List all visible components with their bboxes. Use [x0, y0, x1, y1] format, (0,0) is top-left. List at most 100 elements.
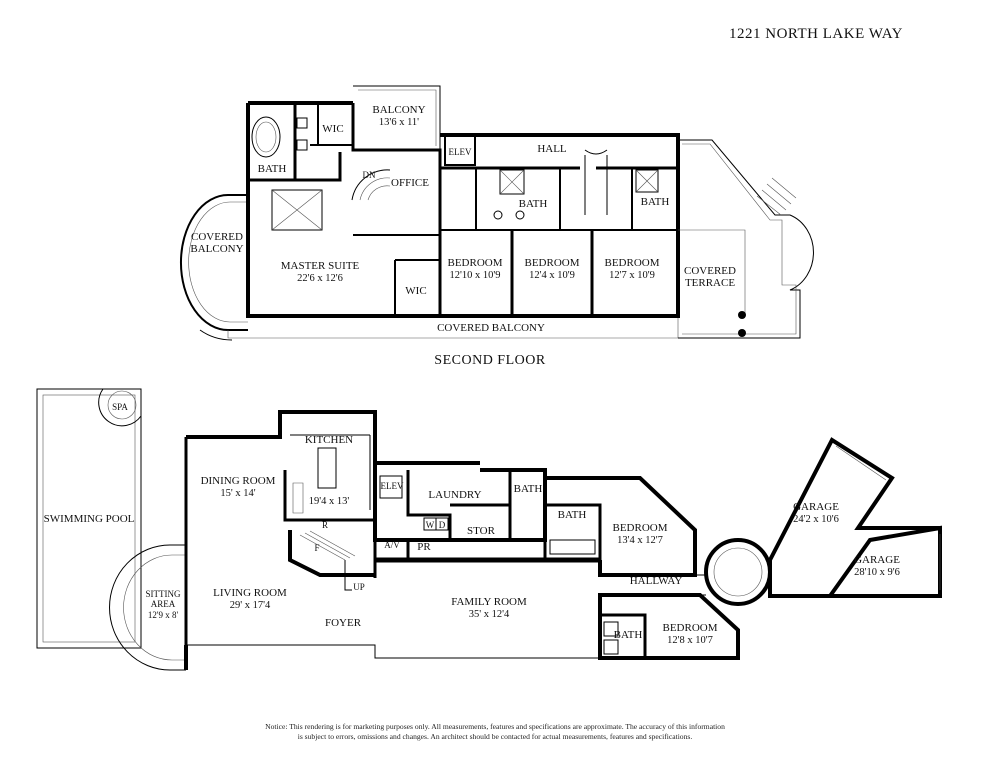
dryer-label: D: [439, 520, 446, 530]
left-covered-balcony-outline: [180, 194, 248, 331]
stair-wall: [288, 530, 375, 577]
notice-line-2: is subject to errors, omissions and chan…: [297, 732, 693, 741]
spa-label: SPA: [112, 402, 128, 412]
balcony-dims: 13'6 x 11': [379, 117, 419, 128]
covered-balcony-left-label: COVERED: [191, 231, 243, 243]
tub: [549, 539, 596, 555]
master-suite-dims: 22'6 x 12'6: [297, 273, 343, 284]
balcony-label: BALCONY: [372, 104, 425, 116]
bedroom-3-label: BEDROOM: [604, 257, 659, 269]
balcony-top: [353, 85, 441, 150]
garage-upper-outline: [768, 437, 940, 561]
stair-tower: [704, 538, 772, 606]
sitting-area-label: SITTING: [146, 589, 181, 599]
powder-room-label: PR: [417, 541, 431, 553]
family-room-dims: 35' x 12'4: [469, 609, 510, 620]
swimming-pool-label: SWIMMING POOL: [44, 513, 135, 525]
laundry-bath-label: BATH: [514, 483, 543, 495]
elevator: [444, 135, 476, 166]
elevator-first: [379, 475, 403, 499]
bedroom-a-dims: 13'4 x 12'7: [617, 535, 663, 546]
left-balcony-rail: [188, 201, 248, 323]
bottom-balcony-rail: [227, 316, 679, 339]
master-shower: [271, 189, 323, 231]
office-stair: [351, 169, 391, 201]
master-bath-label: BATH: [258, 163, 287, 175]
washer-label: W: [426, 520, 435, 530]
kitchen-island: [317, 447, 337, 489]
bedroom-a-label: BEDROOM: [612, 522, 667, 534]
living-room-dims: 29' x 17'4: [230, 600, 271, 611]
bedroom-b-dims: 12'8 x 10'7: [667, 635, 713, 646]
laundry-label: LAUNDRY: [428, 489, 481, 501]
spa-outline: [98, 388, 142, 427]
main-stair: [299, 530, 356, 561]
storage-label: STOR: [467, 525, 496, 537]
freezer-label: F: [314, 543, 319, 553]
laundry-partitions: [406, 470, 512, 540]
address-title: 1221 NORTH LAKE WAY: [729, 26, 903, 42]
bedroom-a-bath-wall: [543, 478, 602, 560]
second-floor-outer-wall: [246, 103, 680, 318]
bedroom-partitions: [510, 230, 594, 316]
stair-up-label: UP: [353, 582, 365, 592]
bedroom-1-dims: 12'10 x 10'9: [449, 270, 500, 281]
stair-down-label: DN: [363, 170, 376, 180]
covered-terrace-label-2: TERRACE: [685, 277, 735, 289]
bathtub: [251, 116, 281, 158]
bedroom-b-label: BEDROOM: [662, 622, 717, 634]
garage-2-dims: 28'10 x 9'6: [854, 567, 900, 578]
notice-line-1: Notice: This rendering is for marketing …: [265, 722, 725, 731]
office-label: OFFICE: [391, 177, 429, 189]
covered-balcony-bottom-label: COVERED BALCONY: [437, 322, 545, 334]
bedroom-1-label: BEDROOM: [447, 257, 502, 269]
second-floor-plan: BALCONY 13'6 x 11' WIC BATH ELEV HALL DN…: [180, 85, 814, 368]
wic-wall: [310, 103, 353, 146]
bedroom-b-bath-wall: [600, 613, 647, 658]
elev-first-label: ELEV: [381, 481, 404, 491]
master-bath-wall: [248, 103, 342, 182]
hall-bath-label: BATH: [519, 198, 548, 210]
dining-room-dims: 15' x 14': [220, 488, 255, 499]
hall-label: HALL: [537, 143, 567, 155]
dining-room-label: DINING ROOM: [201, 475, 276, 487]
covered-balcony-left-label-2: BALCONY: [190, 243, 243, 255]
bedroom-3-dims: 12'7 x 10'9: [609, 270, 655, 281]
wic-bottom-label: WIC: [405, 285, 426, 297]
hallway-label: HALLWAY: [630, 575, 683, 587]
bedroom-2-dims: 12'4 x 10'9: [529, 270, 575, 281]
covered-terrace-label: COVERED: [684, 265, 736, 277]
wic-bottom-wall: [394, 259, 441, 316]
terrace-steps: [756, 177, 797, 216]
bedroom-a-bath-label: BATH: [558, 509, 587, 521]
office-wall: [351, 103, 442, 315]
elev-label: ELEV: [449, 147, 472, 157]
bedroom-b-bath-label: BATH: [614, 629, 643, 641]
bedroom-b-wall: [598, 593, 740, 660]
sitting-area-dims: 12'9 x 8': [148, 610, 179, 620]
family-room-label: FAMILY ROOM: [451, 596, 527, 608]
disclaimer-notice: Notice: This rendering is for marketing …: [150, 722, 840, 742]
garage-2-label: GARAGE: [854, 554, 900, 566]
first-floor-plan: SPA SWIMMING POOL KITCHEN 19'4 x 13' DIN…: [36, 388, 942, 671]
av-label: A/V: [384, 540, 400, 550]
balcony-rail: [358, 89, 437, 146]
living-room-label: LIVING ROOM: [213, 587, 287, 599]
wic-top-label: WIC: [322, 123, 343, 135]
first-floor-top-wall: [186, 410, 480, 465]
garage-1-dims: 24'2 x 10'6: [793, 514, 839, 525]
sitting-area-label-2: AREA: [151, 599, 176, 609]
garage-outline: [768, 525, 942, 598]
kitchen-label: KITCHEN: [305, 434, 353, 446]
right-bath-label: BATH: [641, 196, 670, 208]
balcony-curve: [199, 329, 233, 341]
refrigerator-label: R: [322, 520, 328, 530]
bedroom-a-wall: [545, 476, 697, 577]
garage-1-label: GARAGE: [793, 501, 839, 513]
master-suite-label: MASTER SUITE: [281, 260, 360, 272]
hall-bath-wall: [475, 168, 561, 231]
laundry-block-wall: [373, 463, 547, 542]
first-floor-bottom-wall: [186, 644, 600, 659]
kitchen-lower-wall: [283, 470, 375, 522]
